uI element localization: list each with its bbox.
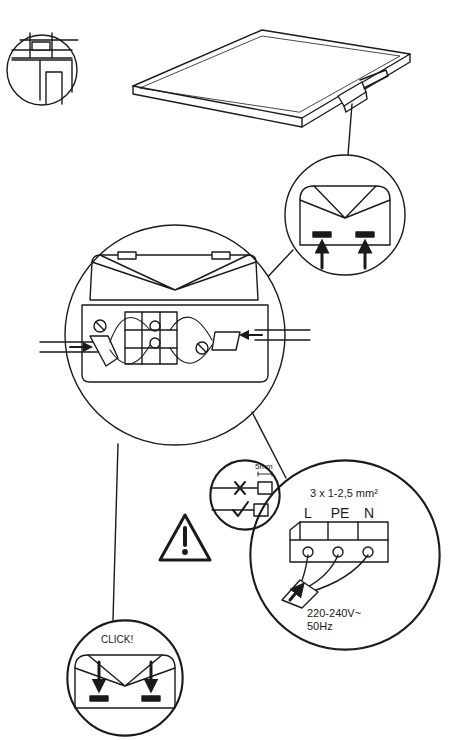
- click-label: CLICK!: [101, 634, 161, 646]
- voltage-label: 220-240V~ 50Hz: [307, 607, 379, 632]
- leader-line: [348, 104, 352, 155]
- leader-line: [113, 444, 118, 620]
- strip-length-inset: [210, 460, 280, 530]
- terminal-inset: [250, 460, 440, 650]
- terminal-circle: 3 x 1-2,5 mm² L PE N 220-240V~ 50Hz: [250, 460, 440, 650]
- terminal-label: N: [362, 505, 376, 521]
- terminal-label: L: [301, 505, 315, 521]
- warning-symbol: [160, 515, 210, 560]
- strip-inset-circle: 5mm: [210, 460, 280, 530]
- junction-box-closed: [285, 155, 405, 275]
- ceiling-inset: [7, 33, 78, 105]
- dimension-label: 5mm: [255, 462, 281, 471]
- click-circle: CLICK!: [67, 620, 183, 736]
- leader-line: [252, 412, 286, 478]
- cable-spec: 3 x 1-2,5 mm²: [310, 487, 400, 500]
- junction-box-open: [40, 225, 310, 445]
- terminal-label: PE: [327, 505, 353, 521]
- junction-box-click: [67, 620, 183, 736]
- led-panel: [133, 30, 410, 127]
